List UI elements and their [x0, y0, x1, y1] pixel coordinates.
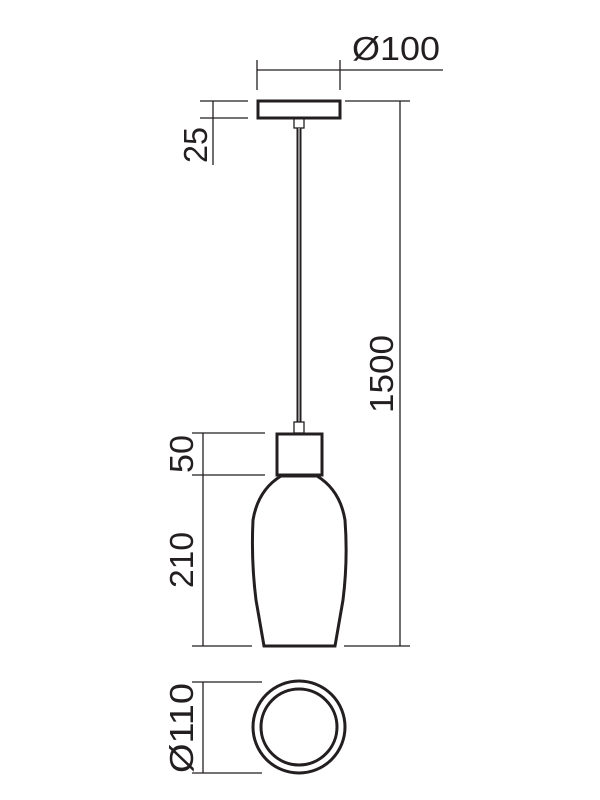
- socket-height-label: 50: [163, 435, 200, 473]
- total-height-dimension: 1500: [344, 100, 410, 647]
- shade-height-label: 210: [163, 532, 200, 588]
- canopy-height-label: 25: [177, 127, 214, 163]
- total-height-label: 1500: [363, 335, 400, 413]
- lamp-outline: [250, 99, 348, 648]
- glass-shade: [250, 474, 348, 648]
- canopy-diameter-dimension: Ø100: [256, 30, 443, 90]
- socket-cup: [275, 432, 324, 477]
- canopy-height-dimension: 25: [177, 100, 248, 165]
- cord-grip-bottom: [293, 421, 305, 434]
- shade-height-dimensions: 50 210: [163, 432, 265, 647]
- canopy: [256, 99, 342, 120]
- canopy-diameter-label: Ø100: [352, 30, 440, 67]
- shade-diameter-label: Ø110: [163, 683, 200, 773]
- shade-outer-circle: [251, 679, 347, 775]
- shade-inner-circle: [259, 687, 339, 767]
- plan-view: Ø110: [163, 679, 347, 775]
